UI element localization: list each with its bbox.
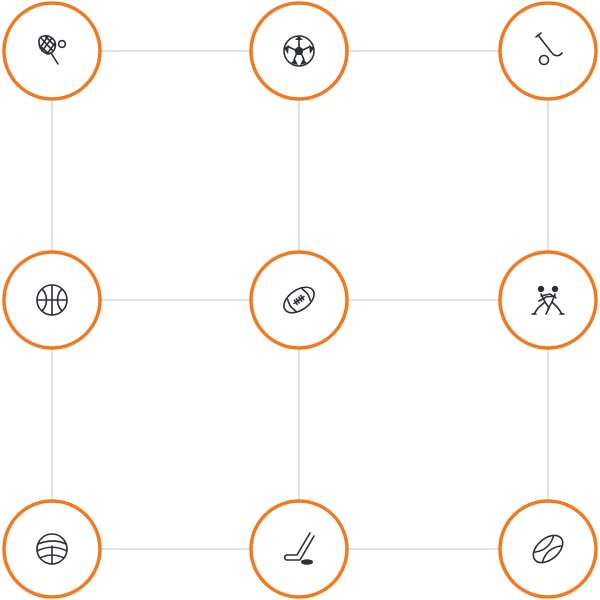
rugby-ball-icon — [532, 534, 564, 564]
icon-node[interactable] — [2, 1, 102, 101]
icon-node[interactable] — [249, 499, 349, 599]
soccer-ball-icon — [283, 35, 315, 67]
icon-node[interactable] — [2, 250, 102, 350]
icon-node[interactable] — [498, 499, 598, 599]
field-hockey-icon — [535, 32, 563, 66]
node-ring — [498, 250, 598, 350]
basketball-icon — [36, 284, 68, 316]
wrestling-icon — [531, 285, 565, 315]
icon-node[interactable] — [2, 499, 102, 599]
icon-node[interactable] — [498, 1, 598, 101]
american-football-icon — [283, 286, 315, 314]
icon-node[interactable] — [498, 250, 598, 350]
node-ring — [249, 499, 349, 599]
volleyball-icon — [36, 533, 68, 565]
icon-node[interactable] — [249, 250, 349, 350]
icon-node[interactable] — [249, 1, 349, 101]
lacrosse-icon — [38, 35, 67, 65]
node-ring — [498, 1, 598, 101]
ice-hockey-icon — [283, 532, 315, 565]
node-ring — [498, 499, 598, 599]
